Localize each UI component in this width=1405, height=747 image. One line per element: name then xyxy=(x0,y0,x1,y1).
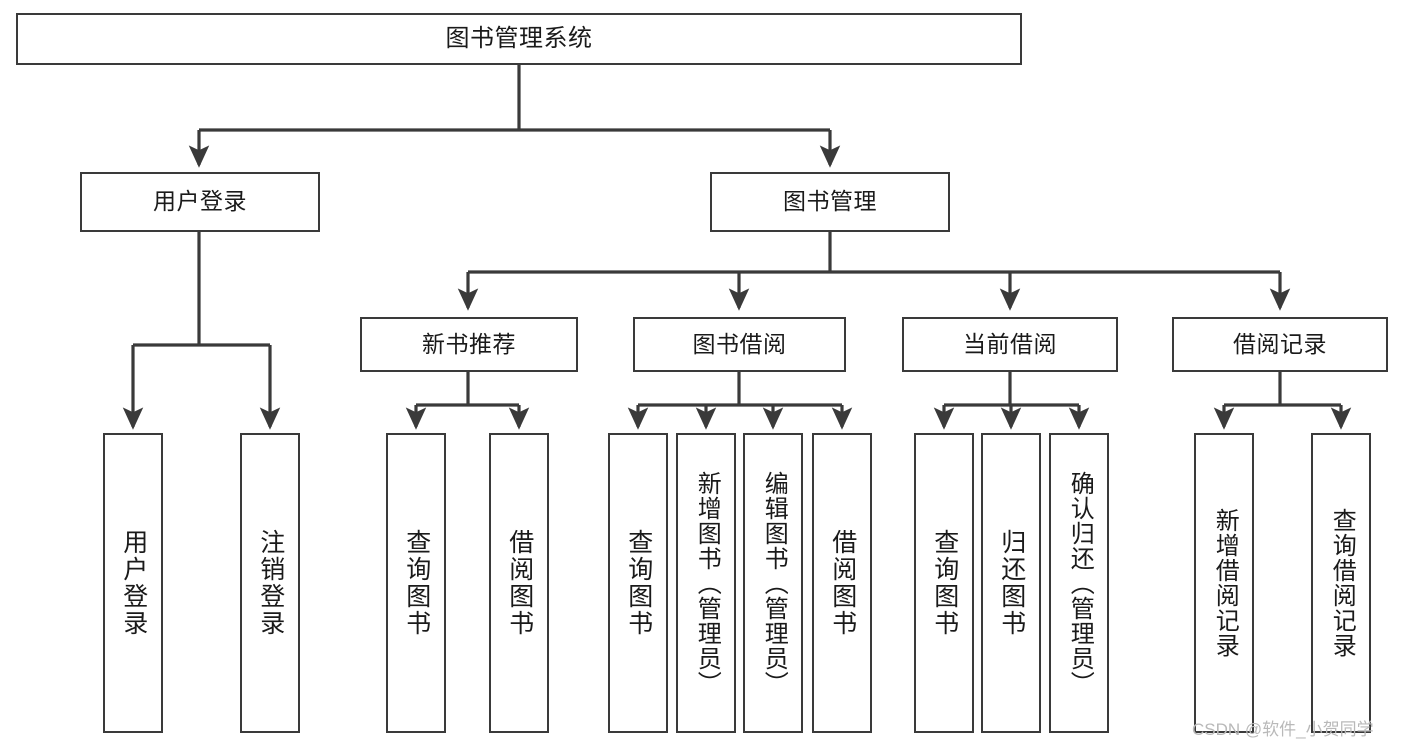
node-label: 注销登录 xyxy=(256,529,285,637)
node-book-management[interactable]: 图书管理 xyxy=(710,172,950,232)
node-current-borrow[interactable]: 当前借阅 xyxy=(902,317,1118,372)
node-new-book-recommend[interactable]: 新书推荐 xyxy=(360,317,578,372)
leaf-recommend-borrow-book[interactable]: 借阅图书 xyxy=(489,433,549,733)
node-label: 借阅图书 xyxy=(505,529,534,637)
node-label: 查询借阅记录 xyxy=(1328,508,1356,658)
watermark-text: CSDN @软件_小贺同学 xyxy=(1192,720,1374,739)
node-label: 当前借阅 xyxy=(963,330,1057,357)
node-label: 借阅图书 xyxy=(828,529,857,637)
node-label: 确认归还（管理员） xyxy=(1066,470,1094,696)
node-book-borrow[interactable]: 图书借阅 xyxy=(633,317,846,372)
node-root-system[interactable]: 图书管理系统 xyxy=(16,13,1022,65)
leaf-borrow-borrow-book[interactable]: 借阅图书 xyxy=(812,433,872,733)
node-label: 查询图书 xyxy=(930,529,959,637)
leaf-user-login-logout[interactable]: 注销登录 xyxy=(240,433,300,733)
leaf-recommend-query-book[interactable]: 查询图书 xyxy=(386,433,446,733)
leaf-borrow-edit-book-admin[interactable]: 编辑图书（管理员） xyxy=(743,433,803,733)
node-label: 借阅记录 xyxy=(1233,330,1327,357)
leaf-user-login-login[interactable]: 用户登录 xyxy=(103,433,163,733)
leaf-current-confirm-return-admin[interactable]: 确认归还（管理员） xyxy=(1049,433,1109,733)
node-label: 编辑图书（管理员） xyxy=(760,470,788,696)
node-user-login[interactable]: 用户登录 xyxy=(80,172,320,232)
leaf-record-query-record[interactable]: 查询借阅记录 xyxy=(1311,433,1371,733)
node-label: 用户登录 xyxy=(153,188,247,215)
node-label: 新书推荐 xyxy=(422,330,516,357)
leaf-record-add-record[interactable]: 新增借阅记录 xyxy=(1194,433,1254,733)
node-label: 图书管理系统 xyxy=(445,24,593,52)
leaf-current-return-book[interactable]: 归还图书 xyxy=(981,433,1041,733)
node-label: 新增图书（管理员） xyxy=(693,470,721,696)
node-label: 图书借阅 xyxy=(692,330,787,357)
node-label: 查询图书 xyxy=(402,529,431,637)
csdn-watermark: CSDN @软件_小贺同学 xyxy=(1192,715,1374,740)
node-label: 图书管理 xyxy=(783,188,877,215)
node-label: 新增借阅记录 xyxy=(1211,508,1239,658)
leaf-current-query-book[interactable]: 查询图书 xyxy=(914,433,974,733)
node-label: 归还图书 xyxy=(997,529,1026,637)
node-label: 用户登录 xyxy=(119,529,148,637)
leaf-borrow-add-book-admin[interactable]: 新增图书（管理员） xyxy=(676,433,736,733)
leaf-borrow-query-book[interactable]: 查询图书 xyxy=(608,433,668,733)
node-label: 查询图书 xyxy=(624,529,653,637)
node-borrow-record[interactable]: 借阅记录 xyxy=(1172,317,1388,372)
